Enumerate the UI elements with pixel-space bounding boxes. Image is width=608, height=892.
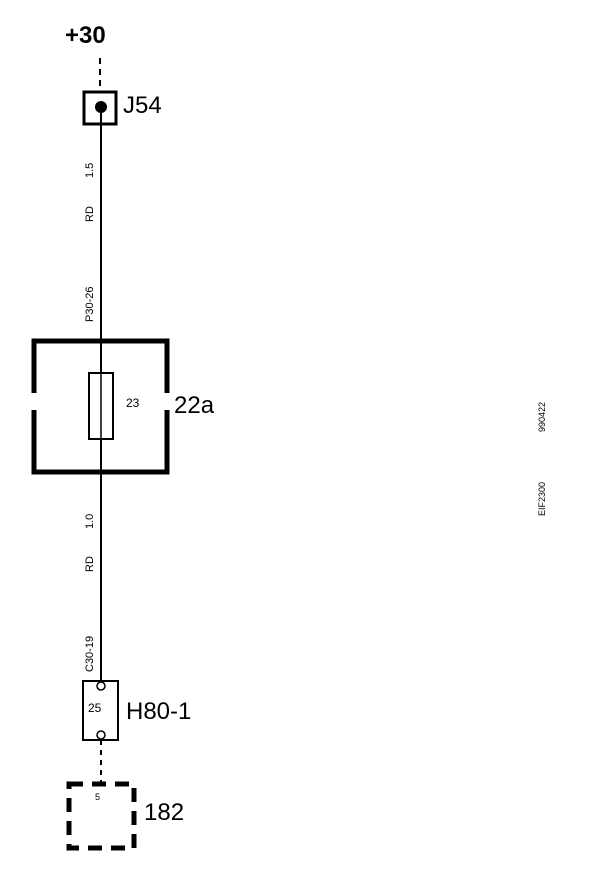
wire-upper-size: 1.5	[84, 163, 96, 178]
junction-label: J54	[123, 92, 162, 119]
fuse-box-label: 22a	[174, 392, 215, 419]
connector-h80-pin-top	[96, 681, 106, 691]
wire-upper-color: RD	[84, 206, 96, 222]
fuse-box	[29, 338, 172, 475]
wire-lower-connector: C30-19	[84, 636, 96, 672]
component-label: 182	[144, 799, 184, 826]
supply-label: +30	[65, 22, 106, 49]
junction-dot	[95, 101, 107, 113]
fuse-number: 23	[126, 396, 140, 410]
component-pin: 5	[95, 792, 100, 802]
wire-upper-connector: P30-26	[84, 287, 96, 322]
side-code-top: 990422	[537, 402, 547, 432]
connector-h80-pin-bottom	[96, 730, 106, 740]
connector-h80-label: H80-1	[126, 698, 191, 725]
connector-h80-pin: 25	[88, 701, 102, 715]
connector-h80-box	[82, 680, 119, 741]
wire-lower-size: 1.0	[84, 514, 96, 529]
side-code-bottom: EIF2300	[537, 482, 547, 516]
component-box	[66, 781, 137, 851]
wire-lower-color: RD	[84, 556, 96, 572]
